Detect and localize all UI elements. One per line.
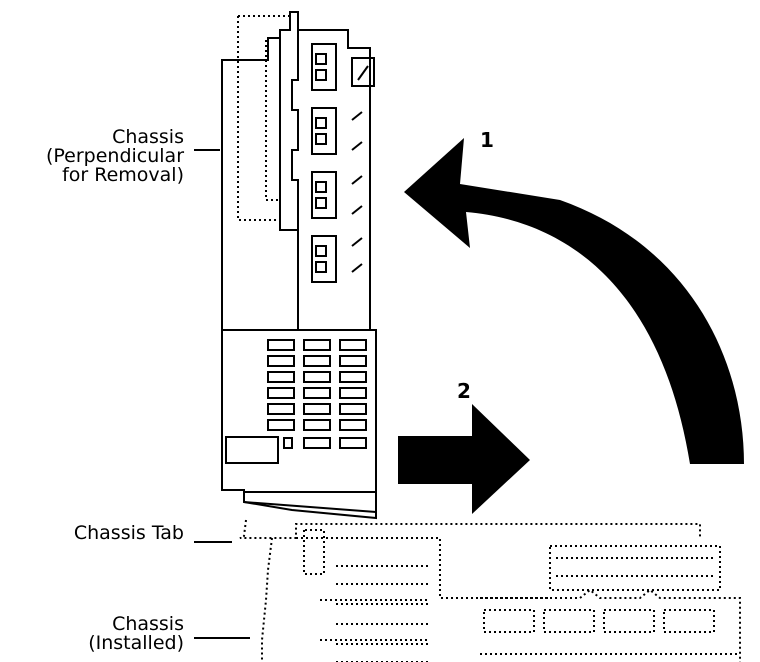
connector-slots: [311, 43, 375, 283]
memory-grid: [267, 339, 367, 449]
label-chassis-installed: Chassis (Installed): [30, 615, 184, 653]
label-installed-line2: (Installed): [88, 632, 184, 654]
label-chassis-perpendicular: Chassis (Perpendicular for Removal): [10, 128, 184, 185]
label-chassis-line1: Chassis: [112, 126, 184, 148]
label-chassis-tab: Chassis Tab: [73, 522, 184, 544]
chassis-perpendicular: [221, 11, 377, 520]
chassis-installed: [239, 519, 741, 662]
step-1-number: 1: [480, 128, 494, 152]
label-chassis-line3: for Removal): [62, 164, 184, 186]
label-installed-line1: Chassis: [112, 613, 184, 635]
label-chassis-line2: (Perpendicular: [45, 145, 184, 167]
straight-arrow-step-2: [398, 404, 530, 514]
chassis-outline-dotted: [237, 15, 290, 221]
step-2-number: 2: [457, 379, 471, 403]
curved-arrow-step-1: [404, 138, 744, 464]
